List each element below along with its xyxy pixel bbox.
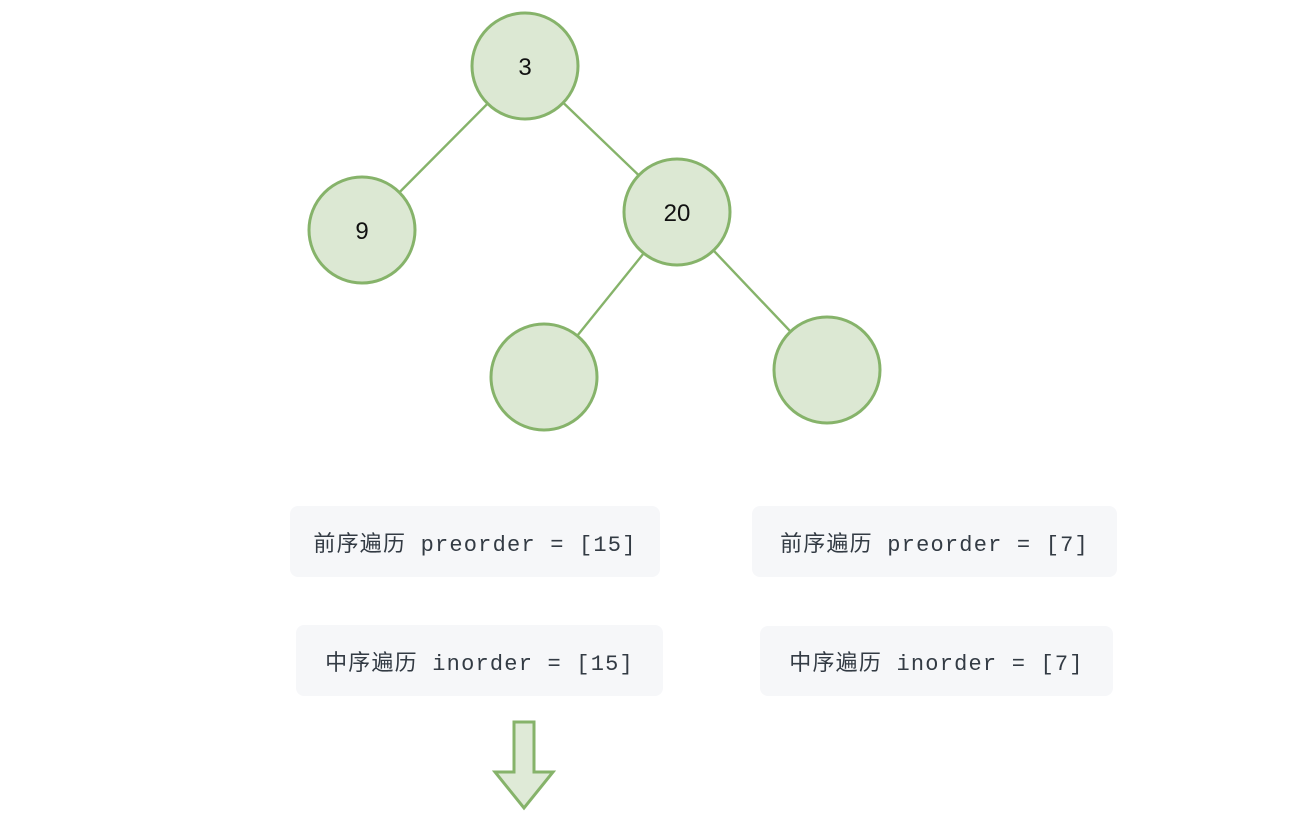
panel-inorder-right: 中序遍历 inorder = [7] — [760, 626, 1113, 696]
tree-node-left-child — [307, 175, 417, 285]
tree-node-label-right-child: 20 — [664, 200, 691, 227]
panel-inorder-left: 中序遍历 inorder = [15] — [296, 625, 663, 696]
tree-node-right-left-child — [489, 322, 599, 432]
tree-node-root — [470, 11, 580, 121]
panel-preorder-right: 前序遍历 preorder = [7] — [752, 506, 1117, 577]
tree-node-label-root: 3 — [518, 54, 531, 81]
panel-preorder-left-label: 前序遍历 preorder = [15] — [313, 532, 637, 558]
panel-preorder-left: 前序遍历 preorder = [15] — [290, 506, 660, 577]
panel-preorder-right-label: 前序遍历 preorder = [7] — [780, 532, 1089, 558]
tree-node-label-left-child: 9 — [355, 218, 368, 245]
panel-inorder-right-label: 中序遍历 inorder = [7] — [789, 652, 1084, 677]
panel-inorder-left-label: 中序遍历 inorder = [15] — [325, 651, 634, 677]
tree-node-right-right-child — [772, 315, 882, 425]
tree-node-right-child — [622, 157, 732, 267]
down-arrow-icon — [491, 720, 557, 811]
